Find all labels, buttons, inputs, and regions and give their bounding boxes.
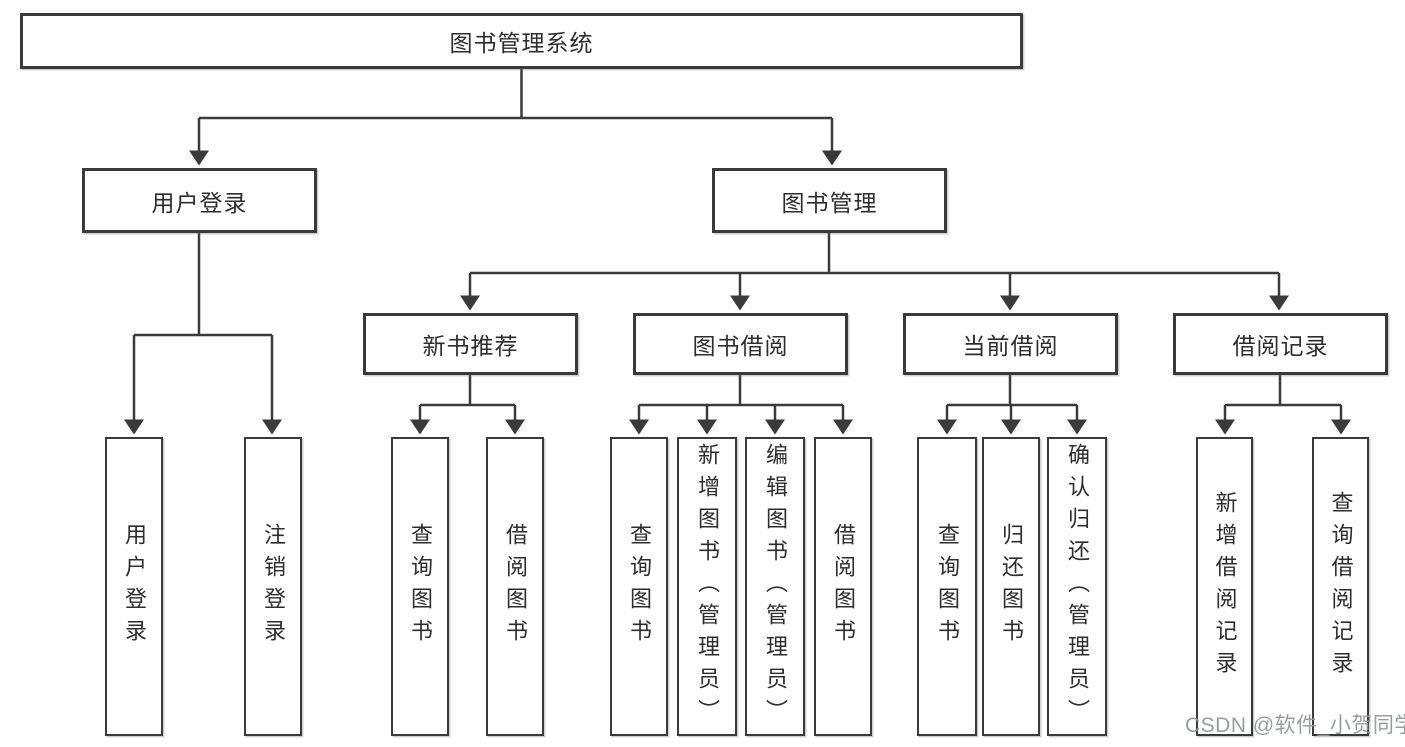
leaf-query-book-borrow: 查询图书 xyxy=(610,437,668,736)
leaf-label: 确认归还（管理员） xyxy=(1065,442,1090,731)
leaf-logout-action: 注销登录 xyxy=(244,437,302,736)
leaf-label: 借阅图书 xyxy=(503,522,528,651)
node-new-book-recommend: 新书推荐 xyxy=(363,313,578,375)
node-current-borrow: 当前借阅 xyxy=(903,313,1118,375)
leaf-label: 用户登录 xyxy=(122,522,147,651)
leaf-label: 编辑图书（管理员） xyxy=(763,442,788,731)
leaf-label: 查询借阅记录 xyxy=(1328,490,1354,683)
leaf-label: 注销登录 xyxy=(261,522,286,651)
leaf-return-book: 归还图书 xyxy=(982,437,1040,736)
leaf-label: 新增借阅记录 xyxy=(1212,490,1238,683)
node-book-borrow: 图书借阅 xyxy=(633,313,848,375)
node-library-system: 图书管理系统 xyxy=(20,13,1023,69)
csdn-watermark: CSDN @软件_小贺同学 xyxy=(1185,714,1405,737)
leaf-edit-book-admin: 编辑图书（管理员） xyxy=(745,437,805,736)
leaf-label: 借阅图书 xyxy=(831,522,856,651)
leaf-query-book-current: 查询图书 xyxy=(917,437,977,736)
node-book-management: 图书管理 xyxy=(712,168,947,233)
leaf-query-borrow-record: 查询借阅记录 xyxy=(1312,437,1369,736)
leaf-label: 查询图书 xyxy=(627,522,652,651)
leaf-label: 新增图书（管理员） xyxy=(695,442,720,731)
leaf-label: 查询图书 xyxy=(935,522,960,651)
leaf-add-book-admin: 新增图书（管理员） xyxy=(677,437,737,736)
leaf-user-login-action: 用户登录 xyxy=(105,437,163,736)
leaf-query-book-recommend: 查询图书 xyxy=(391,437,449,736)
leaf-label: 归还图书 xyxy=(999,522,1024,651)
leaf-borrow-book-recommend: 借阅图书 xyxy=(486,437,544,736)
leaf-confirm-return-admin: 确认归还（管理员） xyxy=(1047,437,1107,736)
node-user-login: 用户登录 xyxy=(82,168,317,233)
node-borrow-records: 借阅记录 xyxy=(1173,313,1388,375)
leaf-label: 查询图书 xyxy=(408,522,433,651)
leaf-borrow-book: 借阅图书 xyxy=(814,437,872,736)
leaf-add-borrow-record: 新增借阅记录 xyxy=(1196,437,1253,736)
